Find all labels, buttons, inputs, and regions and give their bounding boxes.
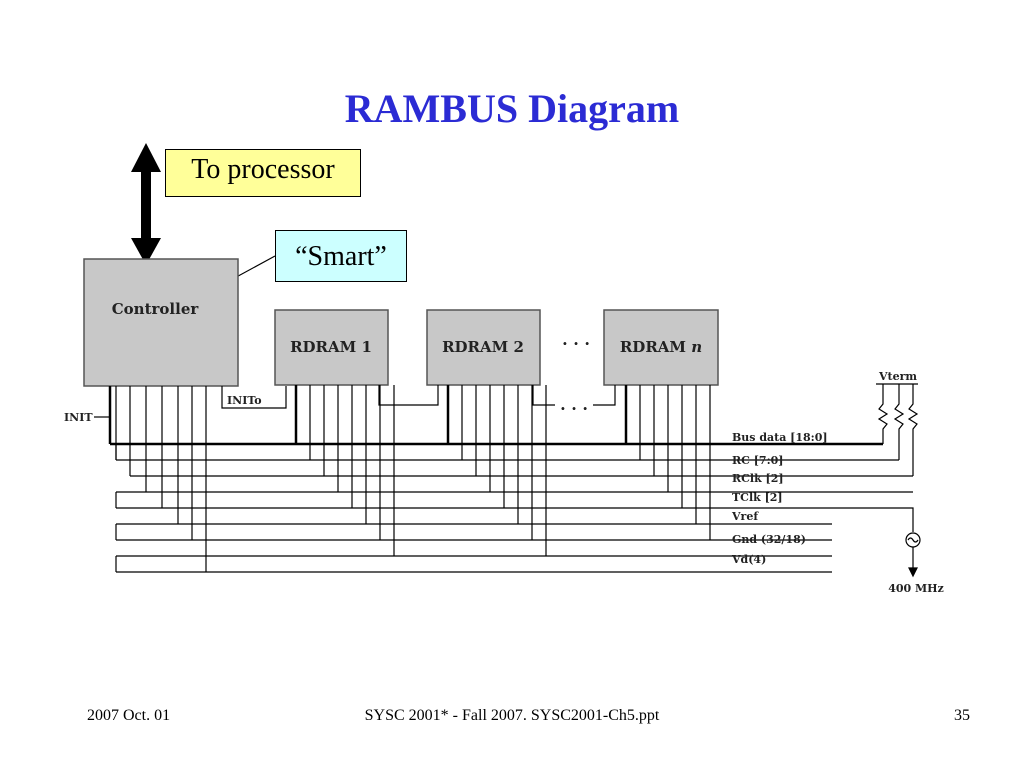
rdram-1-label: RDRAM 1: [290, 338, 372, 356]
signal-label: Bus data [18:0]: [732, 431, 828, 444]
footer-date: 2007 Oct. 01: [87, 707, 171, 724]
rdram-n-box: [603, 309, 719, 386]
clock-frequency-label: 400 MHz: [888, 582, 944, 595]
init-label: INIT: [64, 411, 93, 424]
signal-label: Vref: [731, 510, 759, 523]
to-processor-callout: To processor: [165, 149, 361, 197]
signal-label: Vd(4): [731, 553, 766, 566]
rdram-n-label: RDRAM n: [620, 338, 702, 356]
controller-label: Controller: [112, 300, 200, 318]
clock-source: [832, 507, 921, 578]
inter-chip-links: [378, 385, 616, 406]
signal-labels: Bus data [18:0] RC [7:0] RClk [2] TClk [2] V…: [731, 431, 828, 566]
footer-course: SYSC 2001* - Fall 2007. SYSC2001-Ch5.ppt: [364, 707, 660, 724]
signal-label: TClk [2]: [732, 491, 783, 504]
processor-link-arrow: [131, 143, 161, 265]
rdram-2-label: RDRAM 2: [442, 338, 524, 356]
slide-title: RAMBUS Diagram: [344, 86, 680, 131]
smart-callout: “Smart”: [275, 230, 407, 282]
vterm-label: Vterm: [878, 370, 917, 383]
controller-box: [83, 258, 239, 387]
chain-ellipsis-top: · · ·: [562, 334, 590, 353]
bus-drops: [108, 385, 711, 572]
termination-resistors: [877, 384, 919, 476]
signal-label: RClk [2]: [732, 472, 784, 485]
inito-label: INITo: [227, 394, 262, 407]
rdram-2-box: [426, 309, 541, 386]
footer-page-number: 35: [954, 707, 970, 724]
bus-lines: [110, 442, 913, 573]
signal-label: Gnd (32/18): [732, 533, 806, 546]
rdram-1-box: [274, 309, 389, 386]
signal-label: RC [7:0]: [732, 454, 784, 467]
chain-ellipsis-bottom: · · ·: [560, 399, 588, 418]
